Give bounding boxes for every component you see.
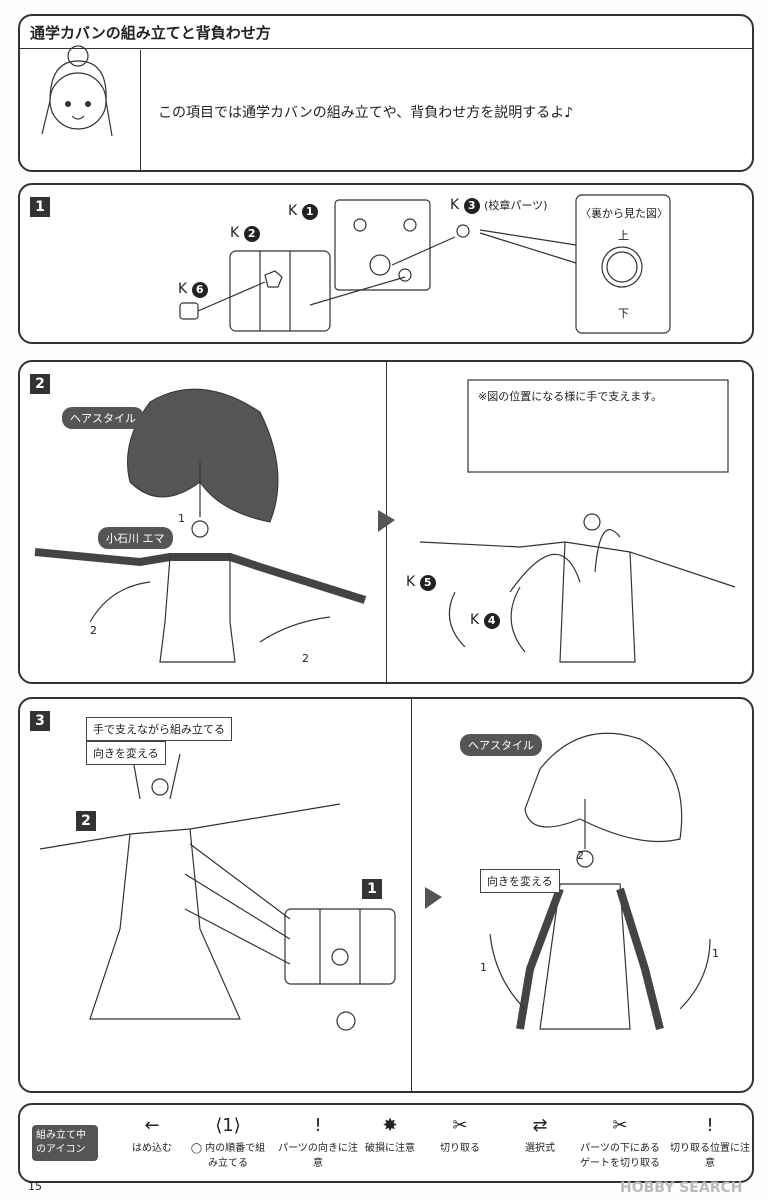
part-label-k6: K 6 — [178, 281, 208, 298]
damage-caution-icon: ✸ — [382, 1115, 398, 1136]
header-panel: 通学カバンの組み立てと背負わせ方 この項目では通学カバンの組み立てや、背負わせ方… — [18, 14, 754, 172]
part-label-k1: K 1 — [288, 203, 318, 220]
inset-title: 〈裏から見た図〉 — [580, 207, 668, 220]
legend-label: 破損に注意 — [365, 1143, 415, 1154]
step-reference: 2 — [76, 811, 96, 831]
legend-item: ✂ パーツの下にあるゲートを切り取る — [580, 1113, 660, 1169]
legend-label: 切り取る位置に注意 — [670, 1143, 750, 1169]
hair-style-label: ヘアスタイル — [62, 407, 144, 429]
page-number: 15 — [28, 1180, 42, 1193]
part-label-k2: K 2 — [230, 225, 260, 242]
body-label: 小石川 エマ — [98, 527, 173, 549]
cut-icon: ✂ — [452, 1115, 468, 1136]
part-label-k5: K 5 — [406, 574, 436, 591]
icon-legend: 組み立て中のアイコン ← はめ込む ⟨1⟩ ◯ 内の順番で組み立てる! パーツの向きに注… — [18, 1103, 754, 1183]
part-label-k4: K 4 — [470, 612, 500, 629]
page-title: 通学カバンの組み立てと背負わせ方 — [30, 24, 271, 42]
order-marker: 2 — [302, 652, 309, 665]
step-number: 1 — [30, 197, 50, 217]
figure-illustration — [34, 379, 736, 663]
order-marker: 1 — [480, 961, 487, 974]
legend-label: ◯ 内の順番で組み立てる — [190, 1143, 266, 1169]
legend-label: パーツの下にあるゲートを切り取る — [580, 1143, 660, 1169]
legend-label: 選択式 — [525, 1143, 555, 1154]
legend-title: 組み立て中のアイコン — [32, 1125, 98, 1161]
legend-item: ✂ 切り取る — [420, 1113, 500, 1154]
support-note: 手で支えながら組み立てる — [86, 717, 232, 741]
gate-cut-icon: ✂ — [612, 1115, 628, 1136]
legend-label: 切り取る — [440, 1143, 480, 1154]
legend-item: ! 切り取る位置に注意 — [670, 1113, 750, 1169]
legend-item: ← はめ込む — [112, 1113, 192, 1154]
support-note: ※図の位置になる様に手で支えます。 — [478, 390, 663, 403]
turn-label: 向きを変える — [480, 869, 560, 893]
order-marker: 2 — [577, 849, 584, 862]
legend-label: はめ込む — [132, 1143, 172, 1154]
legend-item: ⟨1⟩ ◯ 内の順番で組み立てる — [188, 1113, 268, 1169]
intro-text: この項目では通学カバンの組み立てや、背負わせ方を説明するよ♪ — [158, 105, 574, 121]
step-reference: 1 — [362, 879, 382, 899]
part-direction-icon: ! — [314, 1115, 322, 1136]
legend-item: ⇄ 選択式 — [500, 1113, 580, 1154]
turn-note: 向きを変える — [86, 741, 166, 765]
character-avatar — [41, 45, 113, 137]
step-number: 3 — [30, 711, 50, 731]
cut-position-icon: ! — [706, 1115, 714, 1136]
step-1-panel: 1 K 1 K 2 K 3 (校章パーツ) K 6 〈裏から見た図〉 上 下 — [18, 183, 754, 344]
inset-top-label: 上 — [618, 229, 629, 242]
order-number-icon: ⟨1⟩ — [215, 1115, 241, 1136]
legend-item: ! パーツの向きに注意 — [278, 1113, 358, 1169]
step-2-panel: 2 ヘアスタイル 小石川 エマ 1 2 2 ※図の位置になる様に手で支えます。 … — [18, 360, 754, 684]
order-marker: 1 — [712, 947, 719, 960]
bag-parts-illustration — [179, 194, 671, 334]
arrow-left-icon: ← — [144, 1115, 160, 1136]
inset-bottom-label: 下 — [618, 307, 629, 320]
step-3-panel: 3 手で支えながら組み立てる 向きを変える 2 1 ヘアスタイル 2 — [18, 697, 754, 1093]
choice-icon: ⇄ — [532, 1115, 548, 1136]
figure-illustration — [39, 732, 711, 1031]
order-marker: 2 — [90, 624, 97, 637]
legend-label: パーツの向きに注意 — [278, 1143, 358, 1169]
hair-style-label: ヘアスタイル — [460, 734, 542, 756]
order-marker: 1 — [178, 512, 185, 525]
watermark: HOBBY SEARCH — [620, 1180, 743, 1196]
part-label-k3: K 3 (校章パーツ) — [450, 197, 548, 214]
step-number: 2 — [30, 374, 50, 394]
legend-item: ✸ 破損に注意 — [350, 1113, 430, 1154]
